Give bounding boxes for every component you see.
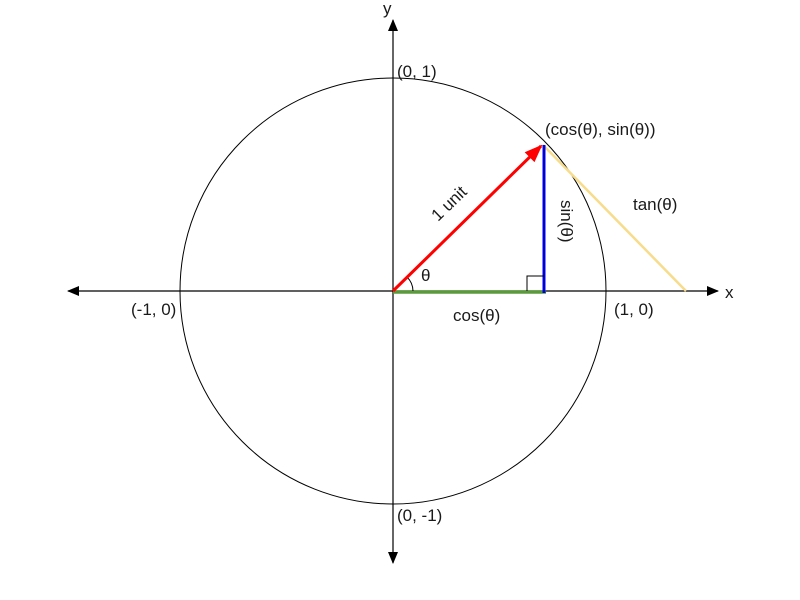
point-label-tip: (cos(θ), sin(θ)) [545,120,656,139]
radius-vector [391,144,543,293]
angle-label: θ [421,266,430,285]
sine-label: sin(θ) [557,200,576,243]
x-axis-label: x [725,283,734,302]
point-label-right: (1, 0) [614,300,654,319]
y-axis-label: y [383,0,392,18]
radius-label: 1 unit [428,182,471,225]
point-label-left: (-1, 0) [131,300,176,319]
tangent-label: tan(θ) [633,195,677,214]
angle-arc [406,276,414,292]
tangent-segment [542,144,687,292]
point-label-bottom: (0, -1) [397,506,442,525]
point-label-top: (0, 1) [397,62,437,81]
right-angle-marker [526,275,544,291]
cosine-label: cos(θ) [453,306,500,325]
